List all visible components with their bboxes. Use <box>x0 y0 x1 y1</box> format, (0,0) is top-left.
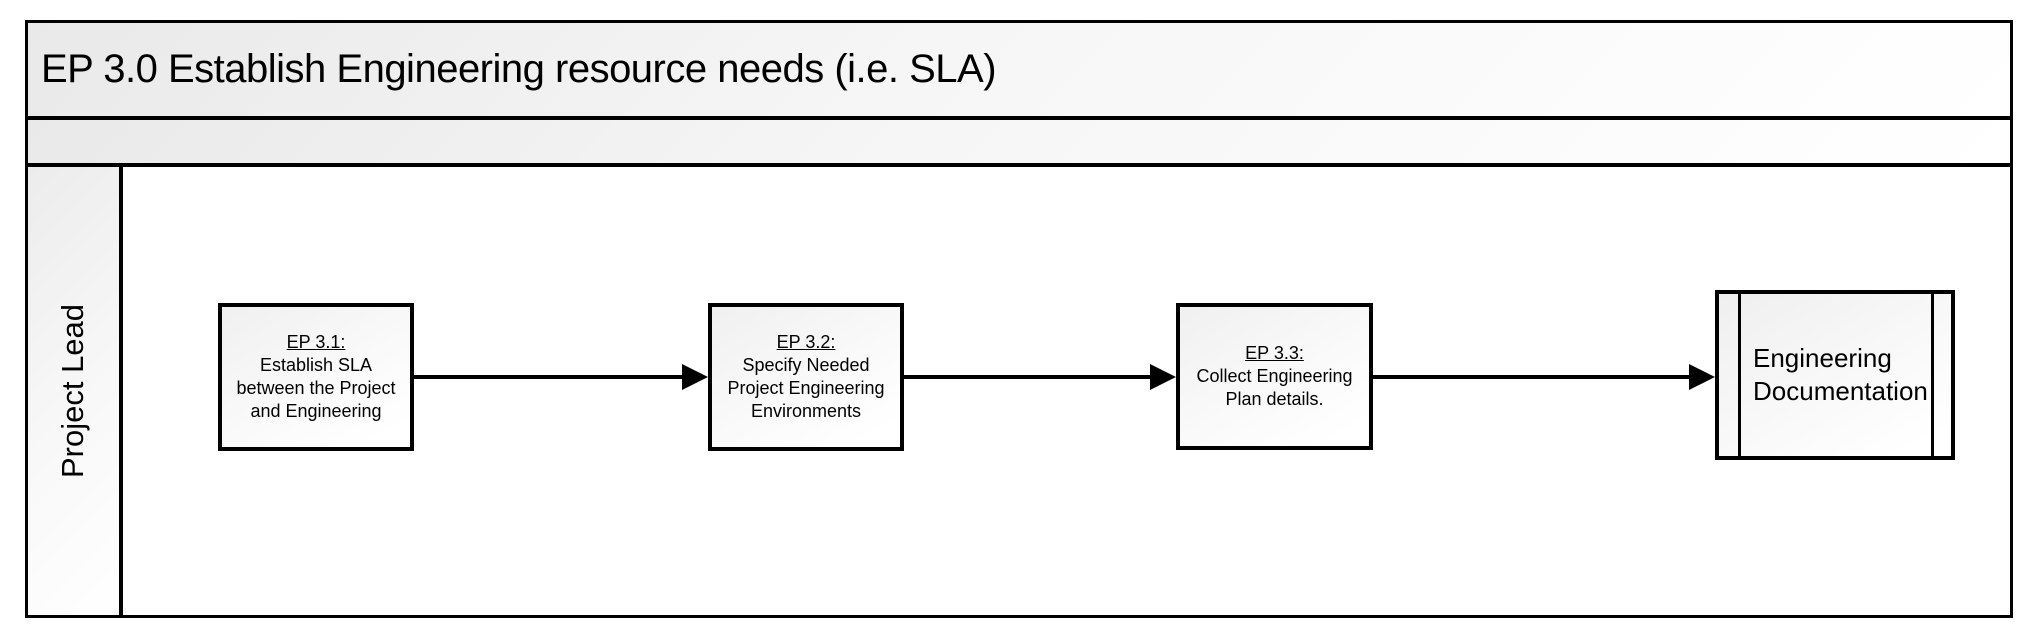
predefined-process-bar-right <box>1931 294 1934 456</box>
connector-arrow-2 <box>904 364 1176 390</box>
artifact-label: Engineering Documentation <box>1753 294 1928 456</box>
task-ep-3-1: EP 3.1: Establish SLA between the Projec… <box>218 303 414 451</box>
pool-title: EP 3.0 Establish Engineering resource ne… <box>41 47 997 91</box>
arrowhead-icon <box>682 364 708 390</box>
lane-label: Project Lead <box>55 303 91 479</box>
lane-label-cell: Project Lead <box>28 167 123 615</box>
task-ep-3-2-line: Project Engineering <box>727 378 885 398</box>
pool-title-band: EP 3.0 Establish Engineering resource ne… <box>28 23 2010 120</box>
arrow-shaft <box>414 375 686 379</box>
swimlane-project-lead: Project Lead EP 3.1: Establish SLA betwe… <box>28 167 2010 615</box>
process-pool: EP 3.0 Establish Engineering resource ne… <box>25 20 2013 618</box>
task-ep-3-2-id: EP 3.2: <box>776 332 836 352</box>
arrow-shaft <box>1373 375 1693 379</box>
task-ep-3-1-id: EP 3.1: <box>286 332 346 352</box>
arrowhead-icon <box>1150 364 1176 390</box>
arrow-shaft <box>904 375 1154 379</box>
task-ep-3-3-line: Plan details. <box>1225 389 1324 409</box>
task-ep-3-3-line: Collect Engineering <box>1196 366 1353 386</box>
artifact-engineering-documentation: Engineering Documentation <box>1715 290 1955 460</box>
artifact-label-line: Documentation <box>1753 376 1928 406</box>
lane-content: EP 3.1: Establish SLA between the Projec… <box>123 167 2010 615</box>
artifact-label-line: Engineering <box>1753 343 1892 373</box>
task-ep-3-1-line: and Engineering <box>250 401 382 421</box>
task-ep-3-1-line: between the Project <box>236 378 396 398</box>
predefined-process-bar-left <box>1738 294 1741 456</box>
task-ep-3-3: EP 3.3: Collect Engineering Plan details… <box>1176 303 1373 450</box>
connector-arrow-3 <box>1373 364 1715 390</box>
phase-band <box>28 120 2010 167</box>
task-ep-3-1-line: Establish SLA <box>259 355 373 375</box>
connector-arrow-1 <box>414 364 708 390</box>
task-ep-3-2-line: Specify Needed <box>742 355 870 375</box>
task-ep-3-2: EP 3.2: Specify Needed Project Engineeri… <box>708 303 904 451</box>
arrowhead-icon <box>1689 364 1715 390</box>
task-ep-3-2-line: Environments <box>750 401 862 421</box>
task-ep-3-3-id: EP 3.3: <box>1245 343 1304 363</box>
